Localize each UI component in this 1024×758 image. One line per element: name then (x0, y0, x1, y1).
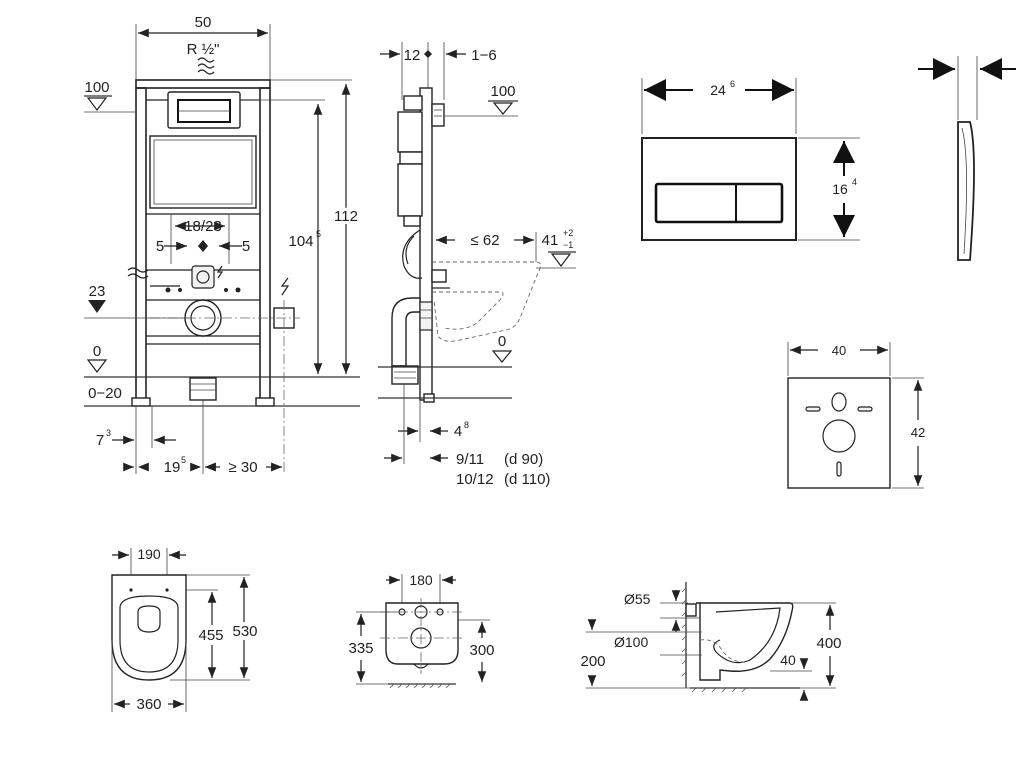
side-level-0-label: 0 (498, 333, 506, 350)
depth-4-label: 4 (454, 423, 462, 440)
mat-width-label: 40 (832, 343, 846, 358)
adjust-1-6-label: 1−6 (471, 47, 496, 64)
pipe-b-label: 10/12 (456, 471, 494, 488)
water-supply-icon (197, 57, 215, 75)
top-length-label: 530 (232, 623, 257, 640)
top-width-label: 360 (136, 696, 161, 713)
spacing-label: 18/23 (184, 218, 222, 235)
foot-7-label: 7 (96, 432, 104, 449)
pipe-a-note: (d 90) (504, 451, 543, 468)
pipe-b-note: (d 110) (504, 471, 550, 488)
flush-buttons (654, 182, 784, 224)
plate-profile (957, 121, 975, 261)
power-icon-small (216, 265, 224, 279)
floor-height-label: 200 (580, 653, 605, 670)
outlet-label: Ø100 (614, 634, 648, 650)
foot-7-sup: 3 (106, 428, 111, 438)
inlet-label: Ø55 (624, 591, 651, 607)
toilet-back-view: 180 335 300 (348, 572, 495, 689)
offset-right-label: 5 (242, 238, 250, 255)
toilet-bowl-back (385, 602, 459, 665)
plate-width-sup: 6 (730, 79, 735, 89)
back-right-height-label: 300 (469, 642, 494, 659)
mat-height-label: 42 (911, 425, 925, 440)
height-total-label: 112 (334, 208, 358, 225)
floor-range-label: 0−20 (88, 385, 122, 402)
top-inner-label: 455 (198, 627, 223, 644)
foot-19-sup: 5 (181, 455, 186, 465)
top-holes-label: 190 (137, 546, 161, 562)
toilet-bowl-top (111, 574, 187, 681)
height-inner-label: 104 (288, 233, 313, 250)
min-30-label: ≥ 30 (228, 459, 257, 476)
tol-plus-label: +2 (563, 228, 573, 238)
power-icon (280, 277, 290, 296)
back-left-height-label: 335 (348, 640, 373, 657)
sound-mat-view: 40 42 (787, 342, 925, 489)
level-0-label: 0 (93, 343, 101, 360)
level-23-label: 23 (89, 283, 106, 300)
side-height-label: 400 (816, 635, 841, 652)
pipe-a-label: 9/11 (456, 451, 484, 468)
side-offset-label: 40 (780, 652, 796, 668)
flush-plate-view: 24 6 16 4 (641, 56, 1016, 261)
depth-4-sup: 8 (464, 420, 469, 430)
front-view: 50 R ½" (84, 14, 361, 476)
side-view: 12 1−6 100 ≤ 62 41 +2 (378, 42, 576, 488)
height-41-label: 41 (542, 232, 559, 249)
toilet-bowl-side (696, 602, 794, 681)
front-width-label: 50 (195, 14, 212, 31)
depth-12-label: 12 (404, 47, 421, 64)
max-62-label: ≤ 62 (470, 232, 499, 249)
foot-19-label: 19 (164, 459, 181, 476)
water-icon-left (127, 267, 149, 279)
pipe-thread-label: R ½" (187, 41, 220, 58)
level-100-label: 100 (84, 79, 109, 96)
toilet-side-view: Ø55 Ø100 200 400 40 (580, 582, 842, 701)
toilet-top-view: 190 455 530 360 (111, 546, 258, 713)
height-inner-sup: 5 (316, 229, 321, 239)
back-holes-label: 180 (409, 572, 433, 588)
level-marker-100 (86, 97, 108, 111)
level-marker-23 (88, 300, 106, 313)
plate-height-sup: 4 (852, 177, 857, 187)
plate-height-label: 16 (832, 181, 848, 197)
offset-left-label: 5 (156, 238, 164, 255)
tol-minus-label: −1 (563, 240, 573, 250)
side-level-100-label: 100 (490, 83, 515, 100)
plate-width-label: 24 (710, 82, 726, 98)
level-marker-0 (86, 359, 108, 373)
